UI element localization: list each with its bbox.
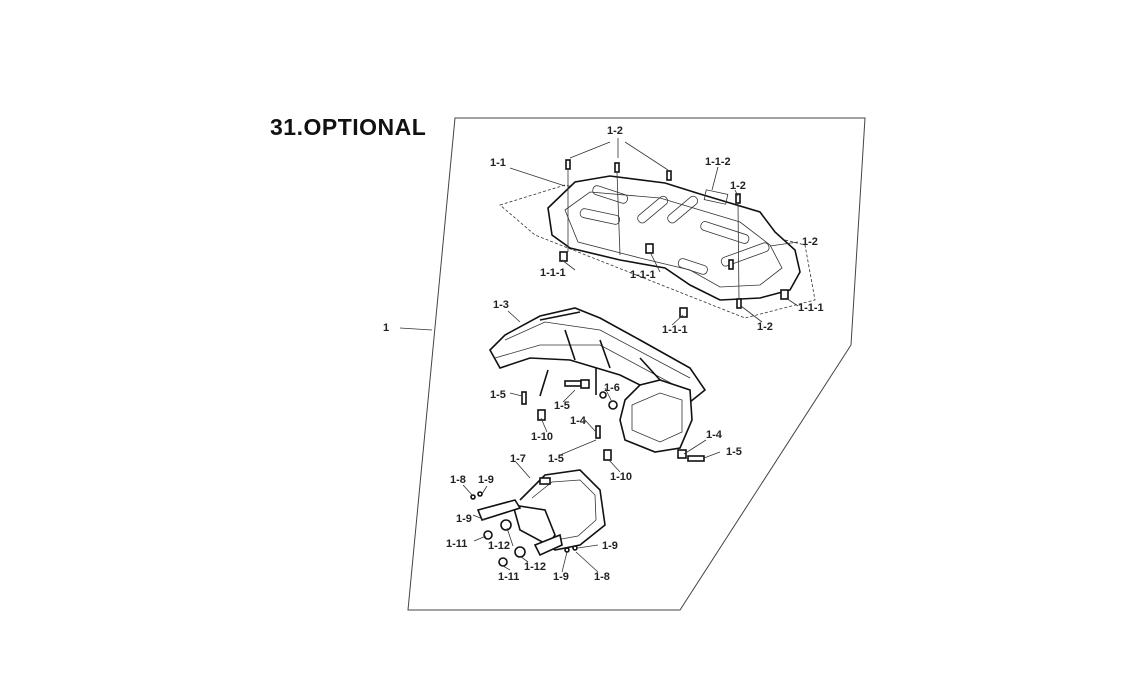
label-1-1-2: 1-1-2	[705, 156, 731, 168]
label-1-5: 1-5	[726, 446, 742, 458]
label-1-11: 1-11	[498, 571, 519, 583]
label-1-3: 1-3	[493, 299, 509, 311]
label-1-10: 1-10	[610, 471, 632, 483]
label-1-2: 1-2	[607, 125, 623, 137]
label-1-2: 1-2	[730, 180, 746, 192]
label-1-2: 1-2	[757, 321, 773, 333]
label-1-6: 1-6	[604, 382, 620, 394]
label-1-5: 1-5	[554, 400, 570, 412]
label-1-9: 1-9	[456, 513, 472, 525]
label-1-1-1: 1-1-1	[630, 269, 656, 281]
part-labels: 1 1-1 1-2 1-1-2 1-2 1-2 1-1-1 1-1-1 1-1-…	[383, 125, 824, 583]
label-1-1: 1-1	[490, 157, 506, 169]
rack-frame	[489, 307, 707, 462]
leader-1	[399, 327, 433, 331]
assembly-boundary	[407, 117, 866, 611]
label-1-1-1: 1-1-1	[798, 302, 824, 314]
label-1-2: 1-2	[802, 236, 818, 248]
label-1-9: 1-9	[553, 571, 569, 583]
label-1-4: 1-4	[706, 429, 723, 441]
label-1-12: 1-12	[488, 540, 510, 552]
diagram-title: 31.OPTIONAL	[270, 114, 427, 140]
label-1-9: 1-9	[602, 540, 618, 552]
label-1-1-1: 1-1-1	[540, 267, 566, 279]
label-1-5: 1-5	[490, 389, 506, 401]
label-1-8: 1-8	[450, 474, 466, 486]
label-1-8: 1-8	[594, 571, 610, 583]
upper-rack	[499, 159, 816, 319]
label-1: 1	[383, 322, 389, 334]
label-1-1-1: 1-1-1	[662, 324, 688, 336]
label-1-9: 1-9	[478, 474, 494, 486]
label-1-10: 1-10	[531, 431, 553, 443]
label-1-12: 1-12	[524, 561, 546, 573]
leader-lines	[462, 138, 799, 573]
label-1-7: 1-7	[510, 453, 526, 465]
rear-bracket	[470, 469, 606, 567]
label-1-4: 1-4	[570, 415, 587, 427]
label-1-11: 1-11	[446, 538, 467, 550]
label-1-5: 1-5	[548, 453, 564, 465]
